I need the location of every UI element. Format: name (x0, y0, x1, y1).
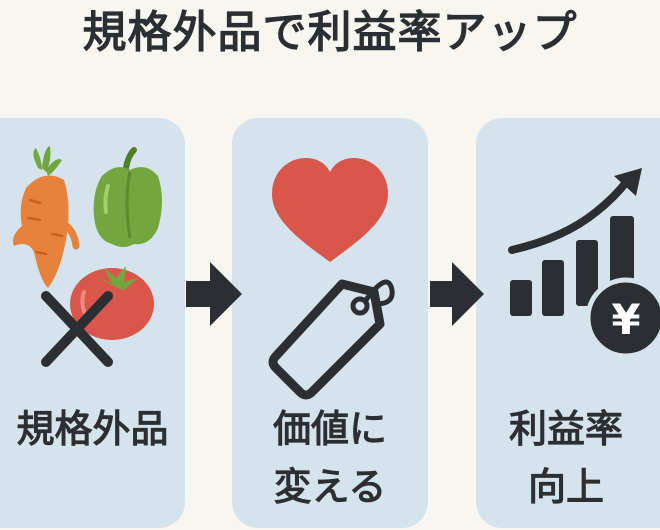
step-label-turn-into-value: 価値に 変える (232, 400, 428, 516)
step-turn-into-value: 価値に 変える (232, 118, 428, 528)
step-label-line: 変える (273, 465, 387, 509)
step-label-line: 価値に (272, 407, 387, 451)
step-label-line: 規格外品 (16, 407, 169, 451)
page-title: 規格外品で利益率アップ (82, 7, 578, 58)
step-profit-up: 利益率 向上 (476, 118, 660, 528)
step-irregular-produce: 規格外品 (0, 118, 185, 528)
step-label-line: 利益率 (508, 407, 623, 451)
step-label-irregular-produce: 規格外品 (0, 400, 200, 458)
step-label-line: 向上 (527, 465, 604, 509)
step-label-profit-up: 利益率 向上 (461, 400, 660, 516)
